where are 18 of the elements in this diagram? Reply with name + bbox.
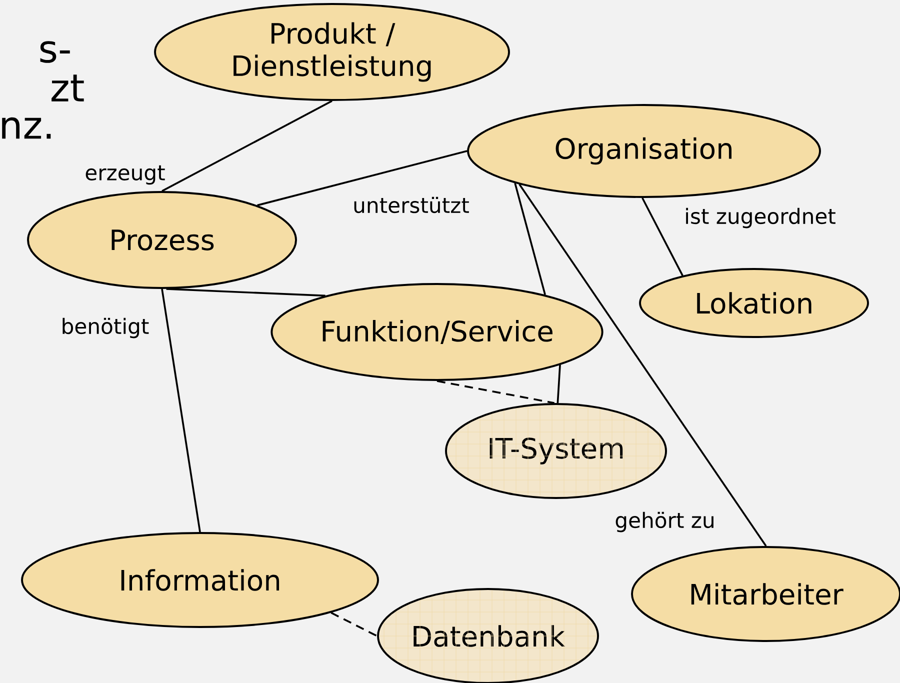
edge-label: unterstützt	[351, 195, 471, 215]
text-fragment: s-	[40, 41, 70, 63]
connector-line	[514, 182, 546, 296]
connector-line	[518, 184, 767, 547]
connector-line	[642, 198, 684, 276]
connector-line	[162, 100, 332, 192]
connector-line	[556, 364, 561, 404]
edge-label: benötigt	[59, 316, 151, 340]
edge-label: gehört zu	[613, 510, 717, 534]
connector-line	[436, 380, 554, 404]
edge-label: erzeugt	[83, 164, 167, 186]
connector-line	[166, 288, 326, 297]
text-fragment: zt	[52, 74, 84, 102]
edge-label: ist zugeordnet	[682, 206, 838, 230]
text-fragment: nz.	[2, 117, 51, 139]
connector-line	[330, 612, 378, 637]
connector-line	[161, 288, 201, 532]
connector-line	[257, 150, 468, 206]
